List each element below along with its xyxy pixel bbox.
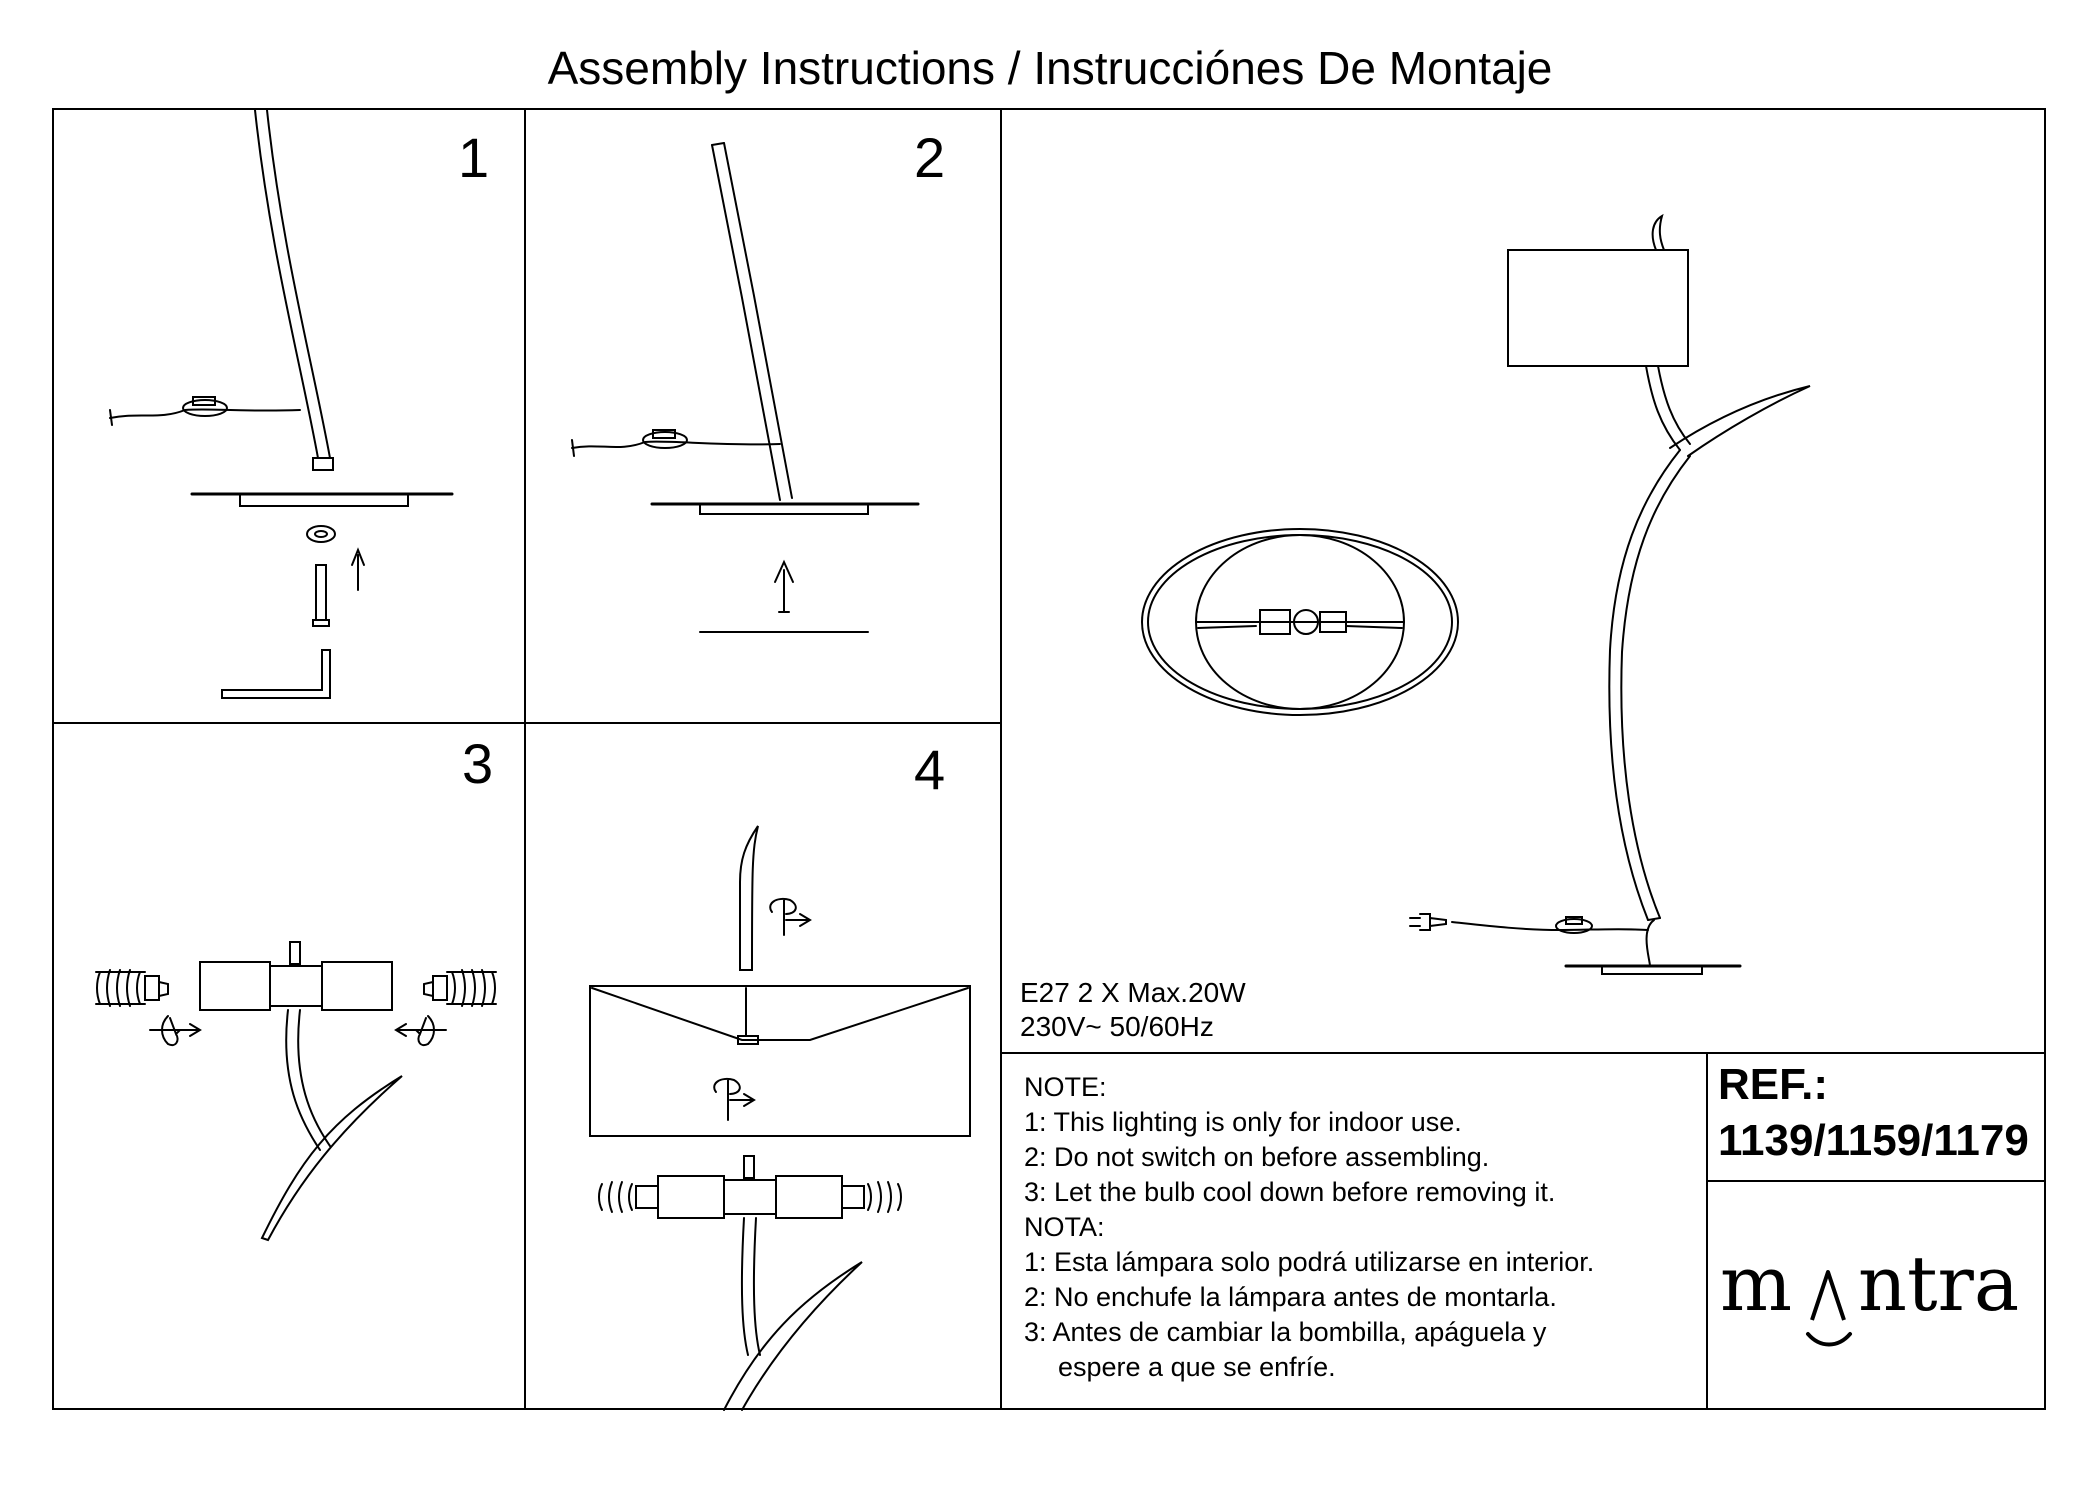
power-plug: [1409, 913, 1447, 931]
divider: [1000, 1052, 2046, 1054]
arrow-up: [774, 559, 794, 613]
divider: [524, 108, 526, 1410]
note-line: 2: No enchufe la lámpara antes de montar…: [1024, 1282, 1557, 1312]
foot-switch: [642, 431, 688, 449]
divider: [52, 722, 1002, 724]
page-title: Assembly Instructions / Instrucciónes De…: [547, 42, 1553, 94]
bulb-right: [423, 969, 497, 1007]
power-cable: [109, 408, 301, 426]
lamp-arm: [285, 1009, 321, 1151]
logo-m: m: [1720, 1250, 1792, 1328]
note-line: 3: Let the bulb cool down before removin…: [1024, 1177, 1556, 1207]
ref-codes: 1139/1159/1179: [1718, 1116, 2029, 1165]
rotate-arrow: [769, 898, 812, 936]
electrical-specs: E27 2 X Max.20W 230V~ 50/60Hz: [1020, 976, 1246, 1044]
spec-voltage: 230V~ 50/60Hz: [1020, 1011, 1214, 1042]
lamp-arm: [740, 1217, 749, 1356]
foot-switch: [1555, 918, 1593, 934]
complete-lamp-illustration: [1141, 213, 1811, 975]
step-number-3: 3: [462, 732, 494, 795]
note-line: espere a que se enfríe.: [1058, 1352, 1336, 1382]
note-line: 1: Esta lámpara solo podrá utilizarse en…: [1024, 1247, 1595, 1277]
divider: [1706, 1180, 2046, 1182]
lampshade: [589, 985, 971, 1137]
lamp-leaf: [1669, 385, 1811, 457]
rotate-arrow-right: [394, 1015, 447, 1046]
bolt: [315, 564, 327, 621]
rotate-arrow: [713, 1078, 756, 1121]
lamp-leaf: [723, 1261, 863, 1411]
allen-key: [221, 649, 331, 699]
divider: [1000, 108, 1002, 1410]
foot-switch: [182, 399, 228, 417]
note-line: 1: This lighting is only for indoor use.: [1024, 1107, 1462, 1137]
lamp-arm: [1608, 449, 1681, 921]
washer: [306, 525, 336, 543]
step4-illustration: [589, 825, 971, 1411]
lampshade-top-view: [1141, 528, 1459, 716]
spec-bulb: E27 2 X Max.20W: [1020, 977, 1246, 1008]
power-cable: [571, 439, 781, 457]
lamp-stem: [711, 144, 781, 501]
step2-illustration: [571, 142, 920, 633]
divider: [1706, 1052, 1708, 1410]
rotate-arrow-left: [149, 1015, 202, 1046]
power-cable: [1451, 921, 1649, 932]
step-number-2: 2: [914, 126, 946, 189]
step1-illustration: [109, 109, 454, 699]
brand-logo: m ntra: [1720, 1250, 2019, 1347]
step-number-1: 1: [458, 126, 490, 189]
step3-illustration: [95, 941, 497, 1242]
lampshade-side-view: [1507, 249, 1689, 367]
lamp-stem-top: [739, 825, 759, 971]
notes-heading-en: NOTE:: [1024, 1072, 1107, 1102]
arrow-up: [351, 547, 365, 591]
notes-heading-es: NOTA:: [1024, 1212, 1105, 1242]
lamp-stem: [1645, 365, 1681, 451]
lamp-leaf: [260, 1075, 403, 1242]
notes-block: NOTE: 1: This lighting is only for indoo…: [1024, 1070, 1594, 1385]
socket-right: [321, 961, 393, 1011]
note-line: 2: Do not switch on before assembling.: [1024, 1142, 1490, 1172]
instruction-frame: [52, 108, 2046, 1410]
logo-ntra: ntra: [1858, 1250, 2019, 1328]
socket-right: [775, 1175, 843, 1219]
note-line: 3: Antes de cambiar la bombilla, apáguel…: [1024, 1317, 1547, 1347]
lamp-stem: [254, 109, 319, 459]
socket-left: [657, 1175, 725, 1219]
bulb-left: [95, 969, 169, 1007]
ref-label: REF.:: [1718, 1060, 1828, 1109]
step-number-4: 4: [914, 738, 946, 801]
socket-left: [199, 961, 271, 1011]
